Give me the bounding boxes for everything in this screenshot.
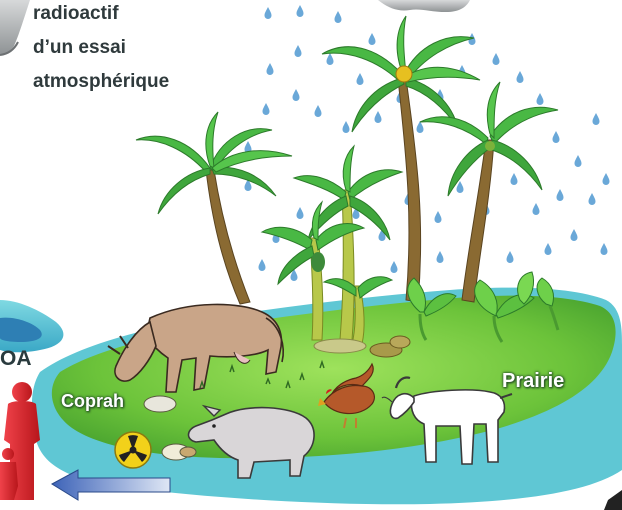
label-prairie: Prairie <box>502 371 564 391</box>
coconut-icon <box>396 66 412 82</box>
coconut-palm-icon <box>420 82 558 302</box>
coconut-palm-icon <box>136 112 292 304</box>
rain-cloud-icon <box>0 0 30 55</box>
corner-shadow <box>604 490 622 510</box>
title-line-3: atmosphérique <box>33 72 169 91</box>
label-oa: OA <box>0 348 32 369</box>
title-line-1: radioactif <box>33 4 119 23</box>
rain-cloud-icon <box>378 0 470 12</box>
title-line-2: d’un essai <box>33 38 126 57</box>
label-coprah: Coprah <box>61 392 124 410</box>
lagoon-icon <box>0 300 63 352</box>
radiation-symbol-icon <box>115 432 151 468</box>
